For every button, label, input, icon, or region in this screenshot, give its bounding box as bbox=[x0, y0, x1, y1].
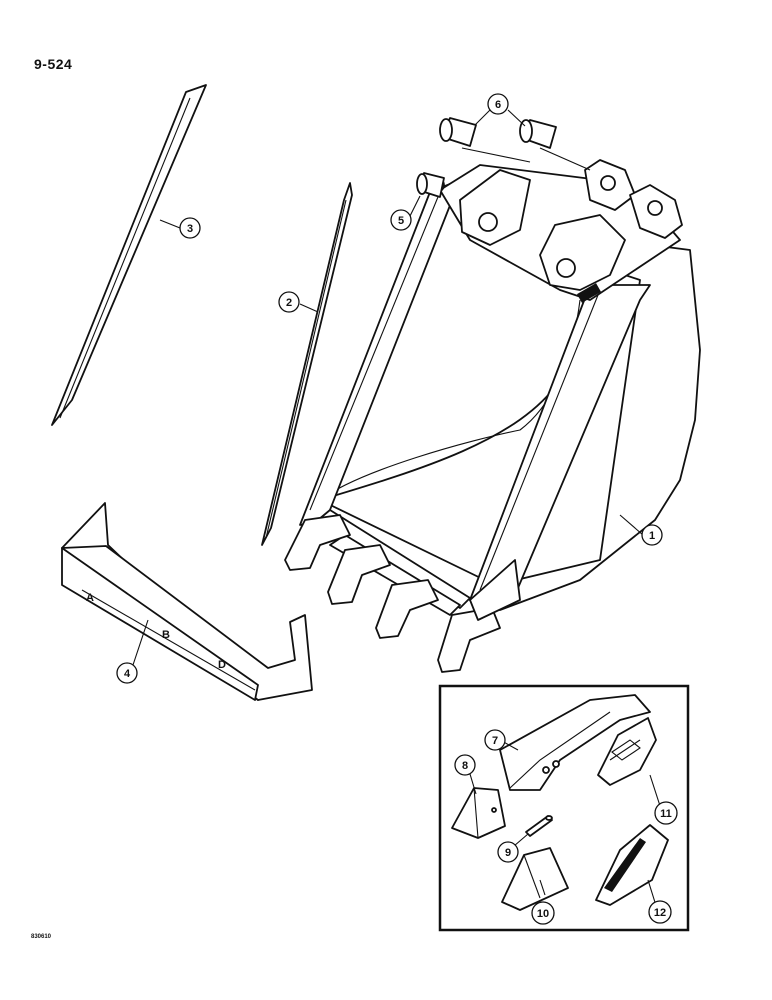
svg-text:8: 8 bbox=[462, 760, 468, 772]
callout-12: 12 bbox=[648, 900, 672, 924]
tooth-12 bbox=[595, 824, 669, 906]
svg-text:12: 12 bbox=[654, 907, 666, 919]
tooth-parts-inset bbox=[438, 684, 690, 932]
svg-text:1: 1 bbox=[649, 530, 655, 542]
callout-2: 2 bbox=[278, 291, 300, 313]
callout-8: 8 bbox=[454, 754, 476, 776]
side-cutter-2 bbox=[261, 182, 353, 546]
svg-text:5: 5 bbox=[398, 215, 404, 227]
svg-text:6: 6 bbox=[495, 99, 501, 111]
bushing-5 bbox=[416, 172, 445, 198]
bushings-6 bbox=[439, 117, 557, 149]
tooth-8 bbox=[451, 787, 506, 839]
callout-7: 7 bbox=[484, 729, 506, 751]
callout-6: 6 bbox=[487, 93, 509, 115]
svg-text:10: 10 bbox=[537, 908, 549, 920]
callout-1: 1 bbox=[641, 524, 663, 546]
bucket-1 bbox=[284, 159, 701, 673]
svg-text:9: 9 bbox=[505, 847, 511, 859]
pin-9 bbox=[525, 815, 553, 837]
bottom-guard-4: A B D bbox=[61, 502, 313, 701]
svg-text:2: 2 bbox=[286, 297, 292, 309]
svg-text:11: 11 bbox=[660, 808, 672, 820]
leader-lines bbox=[131, 109, 644, 669]
svg-text:3: 3 bbox=[187, 223, 193, 235]
callout-9: 9 bbox=[497, 841, 519, 863]
side-cutter-3 bbox=[51, 84, 207, 426]
callout-4: 4 bbox=[116, 662, 138, 684]
callout-10: 10 bbox=[531, 901, 555, 925]
tooth-11 bbox=[597, 717, 657, 786]
svg-text:4: 4 bbox=[124, 668, 131, 680]
svg-text:D: D bbox=[218, 659, 226, 671]
svg-text:B: B bbox=[162, 629, 170, 641]
svg-text:A: A bbox=[86, 592, 94, 604]
tooth-10 bbox=[501, 847, 569, 911]
page-number: 9-524 bbox=[34, 56, 73, 72]
callout-3: 3 bbox=[179, 217, 201, 239]
callout-11: 11 bbox=[654, 801, 678, 825]
callout-5: 5 bbox=[390, 209, 412, 231]
svg-text:7: 7 bbox=[492, 735, 498, 747]
tooth-adapter-7 bbox=[499, 694, 651, 791]
figure-code: 830610 bbox=[31, 934, 52, 940]
